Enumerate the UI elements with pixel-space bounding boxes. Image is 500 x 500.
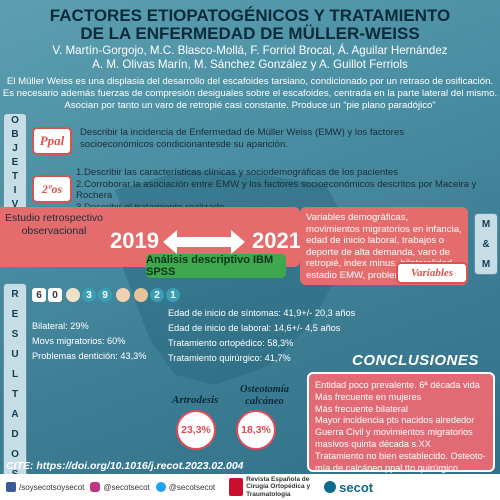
osteotomia-label-line: Osteotomía (240, 384, 289, 395)
sample-chip: 3 (82, 288, 96, 302)
title-line-2: DE LA ENFERMEDAD DE MÜLLER-WEISS (80, 24, 420, 43)
sample-size-row: 6 0 3 9 2 1 (32, 288, 182, 302)
resultados-letter: T (11, 388, 19, 400)
stat-orthopedic: Tratamiento ortopédico: 58,3% (168, 338, 294, 348)
mm-letter: M (481, 258, 491, 270)
stat-surgical: Tratamiento quirúrgico: 41,7% (168, 353, 291, 363)
objetivos-letter: T (11, 170, 19, 182)
mm-vertical-label: M & M (474, 213, 498, 275)
facebook-icon (6, 482, 16, 492)
conclusion-item: Más frecuente en mujeres (315, 391, 422, 402)
osteotomia-value-circle: 18,3% (236, 410, 276, 450)
title-line-1: FACTORES ETIOPATOGÉNICOS Y TRATAMIENTO (49, 6, 451, 25)
men-icon (134, 288, 148, 302)
secondary-objective-2: 2.Corroborar la asociación entre EMW y l… (76, 178, 477, 202)
stat-symptom-onset: Edad de inicio de síntomas: 41,9+/- 20,3… (168, 308, 356, 318)
objetivos-letter: I (13, 184, 17, 196)
resultados-letter: A (11, 408, 19, 420)
men-icon (116, 288, 130, 302)
journal-icon (229, 478, 244, 496)
instagram-handle: @secotsecot (103, 482, 150, 492)
mm-letter: M (481, 218, 491, 230)
twitter-handle: @secotsecot (168, 482, 216, 492)
secondary-objective-1: 1.Describir las características clínicas… (76, 167, 399, 178)
analysis-box: Análisis descriptivo IBM SPSS (146, 254, 286, 278)
footer-bar: /soysecotsoysecot @secotsecot @secotseco… (0, 474, 500, 500)
conclusion-item: Más frecuente bilateral (315, 403, 408, 414)
authors-line-1: V. Martín-Gorgojo, M.C. Blasco-Mollá, F.… (52, 44, 448, 57)
conclusion-item: mía de calcáneo ppal tto quirúrgico (315, 462, 459, 473)
secot-logo: secot (324, 480, 373, 495)
intro-line-1: El Müller Weiss es una displasia del des… (6, 76, 494, 87)
sample-chip: 2 (150, 288, 164, 302)
journal-logo: Revista Española de Cirugía Ortopédica y… (229, 476, 316, 499)
conclusion-item: Tratamiento no bien establecido. Osteoto… (315, 450, 486, 461)
women-icon (66, 288, 80, 302)
artrodesis-value-circle: 23,3% (176, 410, 216, 450)
resultados-letter: E (11, 308, 19, 320)
instagram-link[interactable]: @secotsecot (90, 482, 150, 492)
study-type-text: Estudio retrospectivo observacional (4, 212, 104, 237)
objetivos-letter: E (11, 157, 19, 169)
intro-line-2: Es necesario además fuerzas de compresió… (2, 88, 498, 99)
stat-migratory: Movs migratorios: 60% (32, 336, 126, 346)
secot-name: secot (339, 479, 374, 495)
resultados-letter: L (11, 368, 19, 380)
citation-link[interactable]: CITE: https://doi.org/10.1016/j.recot.20… (6, 460, 244, 472)
year-end: 2021 (252, 228, 301, 253)
resultados-vertical-label: R E S U L T A D O S (3, 283, 27, 485)
intro-line-3: Asocian por tanto un varo de retropié ca… (64, 100, 436, 111)
conclusion-item: Guerra Civil y movimientos migratorios (315, 427, 473, 438)
facebook-link[interactable]: /soysecotsoysecot (6, 482, 84, 492)
objetivos-letter: V (11, 198, 19, 210)
facebook-handle: /soysecotsoysecot (19, 482, 85, 492)
instagram-icon (90, 482, 101, 492)
objetivos-letter: B (11, 129, 19, 141)
year-start: 2019 (110, 228, 159, 253)
stat-dental: Problemas dentición: 43,3% (32, 351, 147, 361)
sample-chip: 0 (48, 288, 62, 302)
secundarios-tag: 2ºos (32, 175, 72, 203)
ppal-objective-text: Describir la incidencia de Enfermedad de… (80, 127, 404, 150)
mm-letter: & (482, 238, 490, 250)
resultados-letter: S (11, 328, 19, 340)
twitter-icon (155, 482, 166, 492)
journal-name: Revista Española de Cirugía Ortopédica y… (246, 475, 311, 498)
resultados-letter: U (11, 348, 19, 360)
secot-icon (324, 481, 337, 493)
double-arrow-icon (163, 230, 245, 254)
sample-chip: 1 (166, 288, 180, 302)
artrodesis-label: Artrodesis (172, 394, 219, 406)
objetivos-letter: O (11, 115, 19, 127)
ppal-tag: Ppal (32, 127, 72, 155)
sample-chip: 6 (32, 288, 46, 302)
osteotomia-label: Osteotomía calcáneo (240, 384, 289, 408)
conclusion-item: Mayor incidencia pts nacidos alrededor (315, 415, 475, 426)
stat-work-onset: Edad de inicio de laboral: 14,6+/- 4,5 a… (168, 323, 341, 333)
conclusion-item: Entidad poco prevalente. 6ª década vida (315, 380, 480, 390)
conclusions-box: Entidad poco prevalente. 6ª década vida … (307, 372, 495, 473)
conclusiones-title: CONCLUSIONES (352, 352, 479, 369)
resultados-letter: R (11, 288, 19, 300)
stat-bilateral: Bilateral: 29% (32, 321, 89, 331)
osteotomia-label-line: calcáneo (245, 396, 284, 407)
objetivos-letter: J (12, 143, 18, 155)
resultados-letter: D (11, 428, 19, 440)
stats-right: Edad de inicio de síntomas: 41,9+/- 20,3… (168, 307, 355, 364)
authors-line-2: A. M. Olivas Marín, M. Sánchez González … (92, 58, 408, 71)
resultados-letter: O (11, 448, 19, 460)
variables-tag: Variables (396, 262, 468, 284)
twitter-link[interactable]: @secotsecot (155, 482, 216, 492)
conclusion-item: masivos quinta década s.XX (315, 438, 431, 449)
sample-chip: 9 (98, 288, 112, 302)
stats-left: Bilateral: 29% Movs migratorios: 60% Pro… (32, 320, 146, 362)
